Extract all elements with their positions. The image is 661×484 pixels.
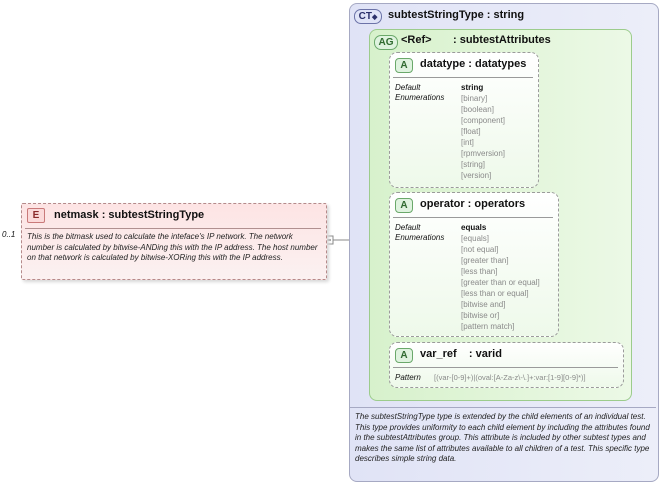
enumeration-item: [bitwise or] [461,311,500,320]
attribute-var-ref-box[interactable]: A var_ref : varid Pattern [(var-[0-9]+)|… [389,342,624,388]
enumeration-list: [binary] [boolean] [component] [float] [… [461,93,505,181]
enumeration-item: [pattern match] [461,322,515,331]
default-value: equals [461,223,487,232]
attribute-group-badge: AG [374,35,398,50]
attribute-badge: A [395,348,413,363]
enumerations-label: Enumerations [395,233,445,242]
element-badge: E [27,208,45,223]
enumeration-item: [less than] [461,267,498,276]
enumeration-item: [bitwise and] [461,300,506,309]
default-value: string [461,83,484,92]
enumeration-item: [int] [461,138,474,147]
attribute-datatype-box[interactable]: A datatype : datatypes Default Enumerati… [389,52,539,188]
enumerations-label: Enumerations [395,93,445,102]
occurrence-label: 0..1 [2,230,16,239]
attribute-var-ref-title: var_ref : varid [420,348,502,360]
enumeration-item: [float] [461,127,481,136]
attribute-group-ref: <Ref> [401,34,432,46]
complex-type-title: subtestStringType : string [388,9,525,21]
attribute-datatype-title: datatype : datatypes [420,58,527,70]
enumeration-item: [greater than or equal] [461,278,540,287]
enumeration-item: [binary] [461,94,488,103]
element-documentation: This is the bitmask used to calculate th… [27,232,318,262]
complex-type-documentation: The subtestStringType type is extended b… [355,412,650,463]
enumeration-item: [greater than] [461,256,509,265]
complex-type-badge: CT◆ [354,9,382,24]
enumeration-item: [component] [461,116,506,125]
enumeration-item: [not equal] [461,245,499,254]
element-title: netmask : subtestStringType [54,209,205,221]
attribute-operator-title: operator : operators [420,198,526,210]
enumeration-item: [rpmversion] [461,149,506,158]
enumeration-list: [equals] [not equal] [greater than] [les… [461,233,540,332]
element-netmask-box[interactable]: E netmask : subtestStringType This is th… [21,203,327,280]
attribute-group-title: : subtestAttributes [453,34,551,46]
enumeration-item: [version] [461,171,492,180]
default-label: Default [395,83,421,92]
attribute-badge: A [395,58,413,73]
attribute-badge: A [395,198,413,213]
attribute-operator-box[interactable]: A operator : operators Default Enumerati… [389,192,559,337]
enumeration-item: [less than or equal] [461,289,529,298]
default-label: Default [395,223,421,232]
enumeration-item: [boolean] [461,105,494,114]
pattern-value: [(var-[0-9]+)|(oval:[A-Za-z\-\.]+:var:[1… [434,373,586,382]
pattern-label: Pattern [395,373,421,382]
enumeration-item: [equals] [461,234,490,243]
enumeration-item: [string] [461,160,486,169]
